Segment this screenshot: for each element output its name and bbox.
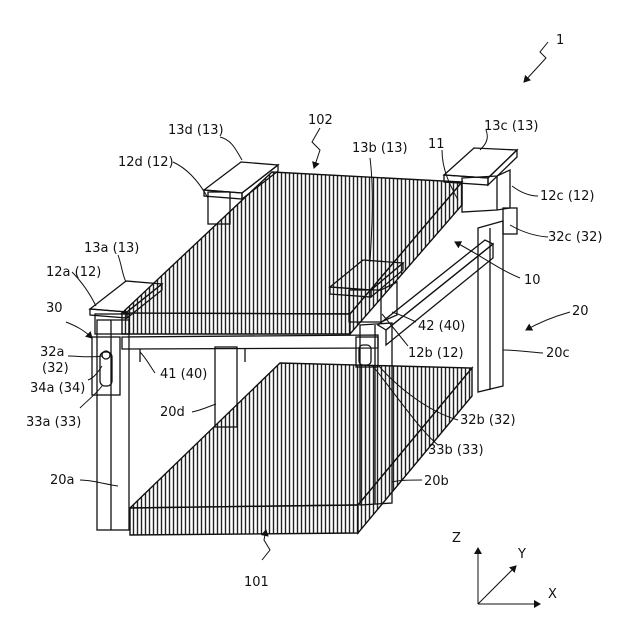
label-34a: 34a (34) [30, 381, 85, 396]
axis-y-label: Y [517, 547, 526, 562]
label-12d: 12d (12) [118, 155, 174, 170]
label-20c: 20c [546, 346, 570, 361]
label-32b: 32b (32) [460, 413, 516, 428]
label-13b: 13b (13) [352, 141, 408, 156]
label-12c: 12c (12) [540, 189, 595, 204]
label-20d: 20d [160, 405, 185, 420]
cap-13c [444, 148, 517, 185]
label-32c: 32c (32) [548, 230, 603, 245]
label-32a-group: (32) [42, 361, 69, 376]
leg-20a [97, 320, 129, 530]
label-10: 10 [524, 273, 541, 288]
support-32c [503, 208, 517, 234]
label-33b: 33b (33) [428, 443, 484, 458]
label-42: 42 (40) [418, 319, 465, 334]
axis-indicator: Z Y X [452, 531, 557, 604]
label-12b: 12b (12) [408, 346, 464, 361]
beam-41 [122, 335, 378, 362]
label-13a: 13a (13) [84, 241, 139, 256]
lower-plate-101 [130, 363, 472, 535]
label-41: 41 (40) [160, 367, 207, 382]
label-30: 30 [46, 301, 63, 316]
label-20a: 20a [50, 473, 75, 488]
label-33a: 33a (33) [26, 415, 81, 430]
label-fig: 1 [556, 33, 564, 48]
sensor-33a [100, 352, 112, 386]
label-102: 102 [308, 113, 333, 128]
label-32a: 32a [40, 345, 65, 360]
label-13c: 13c (13) [484, 119, 539, 134]
label-20: 20 [572, 304, 589, 319]
label-12a: 12a (12) [46, 265, 101, 280]
label-20b: 20b [424, 474, 449, 489]
label-13d: 13d (13) [168, 123, 224, 138]
label-101: 101 [244, 575, 269, 590]
axis-z-label: Z [452, 531, 461, 546]
axis-x-label: X [548, 587, 557, 602]
label-11: 11 [428, 137, 445, 152]
